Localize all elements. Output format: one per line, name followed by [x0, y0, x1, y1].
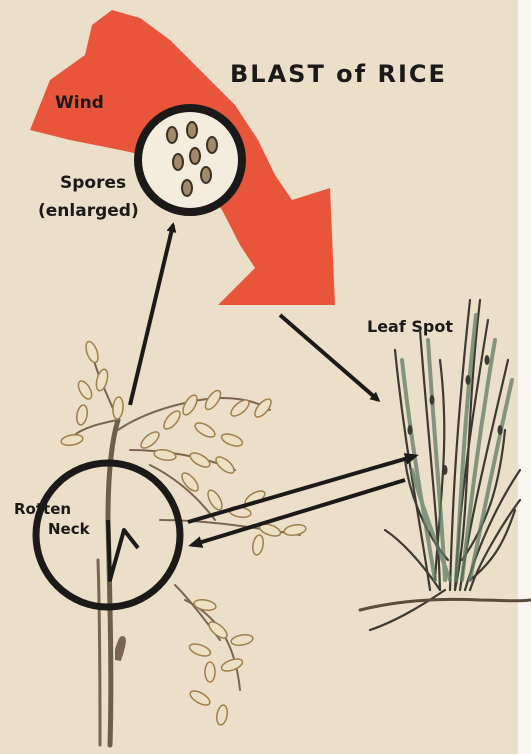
wind-label: Wind [55, 93, 104, 113]
spore [201, 167, 211, 183]
page-edge [518, 0, 531, 754]
spores-circle [138, 108, 242, 212]
spores-enlarged-label: (enlarged) [38, 201, 139, 221]
diagram-title: BLAST of RICE [230, 60, 447, 88]
neck-label: Neck [48, 520, 91, 538]
spore [207, 137, 217, 153]
leaf-spot-label: Leaf Spot [367, 317, 453, 336]
spore [182, 180, 192, 196]
spore [173, 154, 183, 170]
spores-label: Spores [60, 173, 126, 193]
spore [190, 148, 200, 164]
spore [187, 122, 197, 138]
spore [167, 127, 177, 143]
